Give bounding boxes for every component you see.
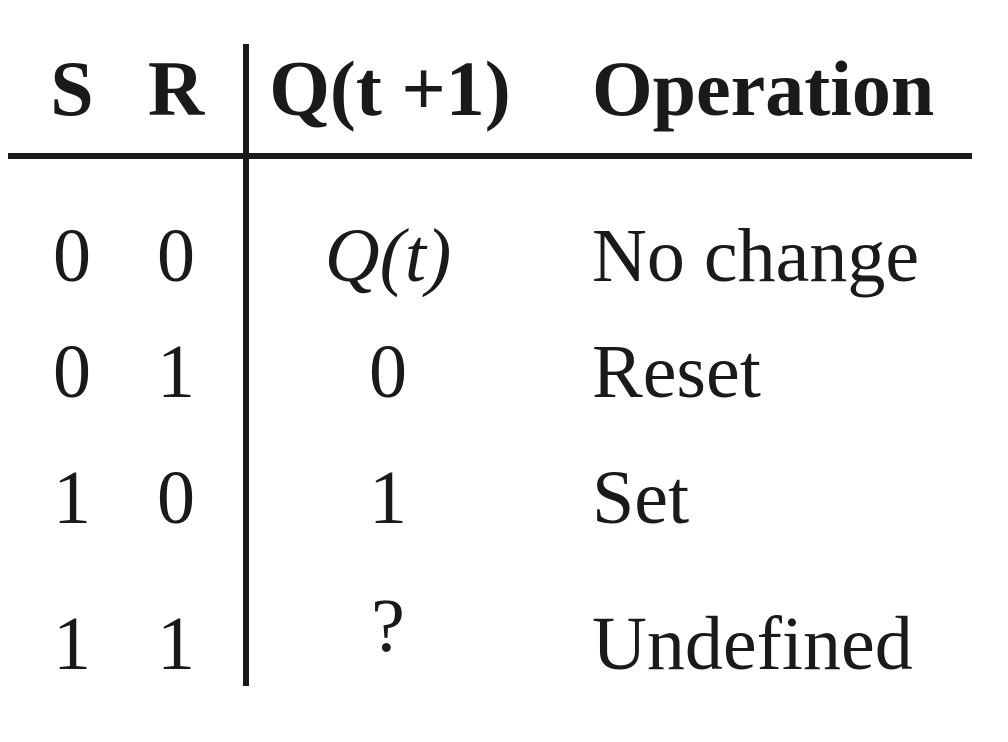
row-3-q-next: 1: [369, 456, 407, 540]
row-4-s: 1: [53, 602, 91, 686]
row-4-q-next: ?: [371, 584, 405, 668]
row-2-q-next: 0: [369, 330, 407, 414]
row-1-s: 0: [53, 214, 91, 298]
row-1-r: 0: [157, 214, 195, 298]
row-3-operation: Set: [592, 456, 690, 540]
row-1-q-next: Q(t): [324, 214, 452, 298]
row-4-operation: Undefined: [592, 602, 913, 686]
row-3-r: 0: [157, 456, 195, 540]
row-4-r: 1: [157, 602, 195, 686]
header-s: S: [50, 45, 94, 132]
header-r: R: [147, 45, 205, 132]
header-operation: Operation: [592, 45, 935, 132]
row-1-operation: No change: [592, 214, 920, 298]
column-divider: [243, 44, 249, 686]
row-2-r: 1: [157, 330, 195, 414]
row-2-operation: Reset: [592, 330, 761, 414]
header-divider: [8, 153, 972, 159]
row-2-s: 0: [53, 330, 91, 414]
row-3-s: 1: [53, 456, 91, 540]
header-q-next: Q(t +1): [269, 45, 511, 132]
